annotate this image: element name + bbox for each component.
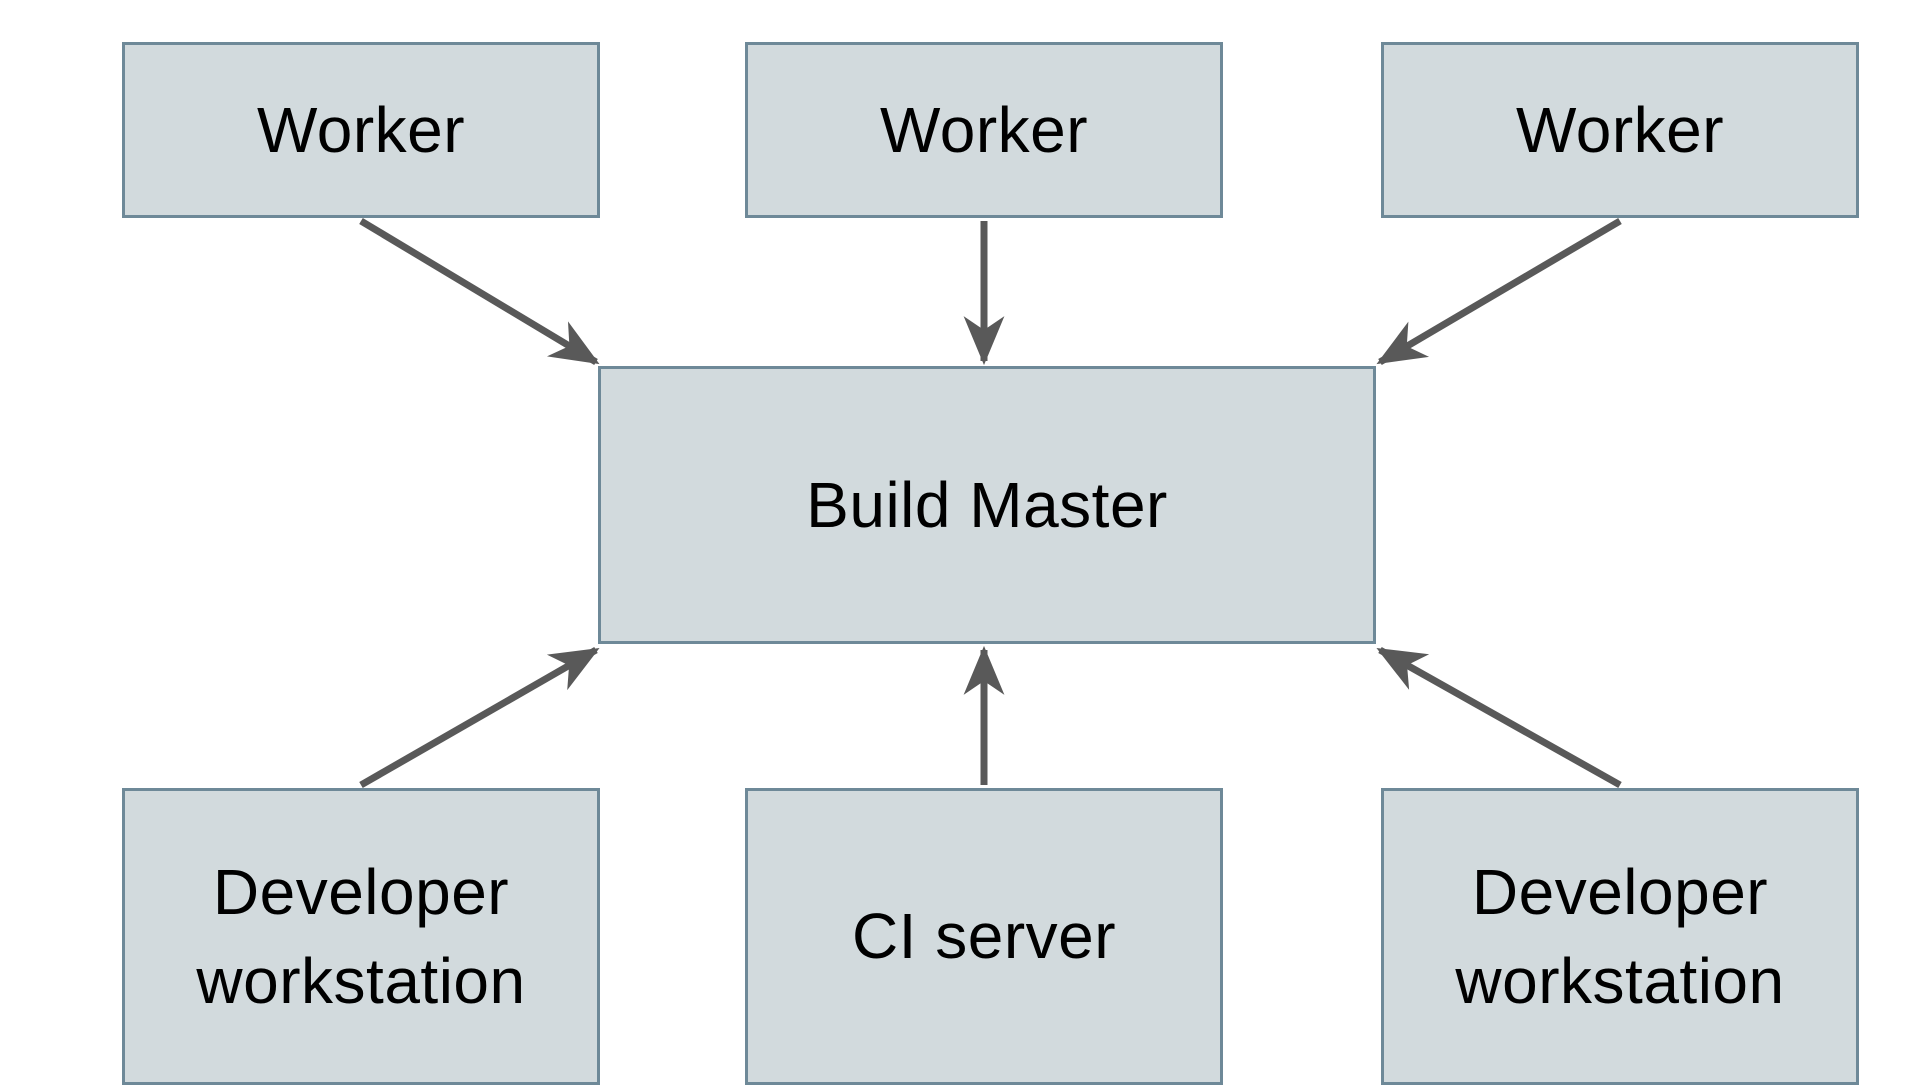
- node-label-build-master: Build Master: [806, 468, 1168, 541]
- node-worker-1: Worker: [122, 42, 600, 218]
- node-build-master: Build Master: [598, 366, 1376, 644]
- node-label-worker-2: Worker: [879, 93, 1089, 166]
- edge-worker-1-to-build-master: [359, 217, 600, 366]
- edge-worker-3-to-build-master: [1376, 217, 1622, 366]
- node-label-developer-workstation-2: Developer workstation: [1455, 856, 1785, 1017]
- node-ci-server: CI server: [745, 788, 1223, 1085]
- node-worker-3: Worker: [1381, 42, 1859, 218]
- node-label-worker-1: Worker: [256, 93, 466, 166]
- node-worker-2: Worker: [745, 42, 1223, 218]
- node-developer-workstation-1: Developer workstation: [122, 788, 600, 1085]
- node-label-developer-workstation-1: Developer workstation: [196, 856, 526, 1017]
- node-developer-workstation-2: Developer workstation: [1381, 788, 1859, 1085]
- node-label-ci-server: CI server: [851, 900, 1117, 973]
- edge-developer-workstation-2-to-build-master: [1376, 646, 1622, 789]
- node-label-worker-3: Worker: [1515, 93, 1725, 166]
- edge-developer-workstation-1-to-build-master: [359, 646, 600, 789]
